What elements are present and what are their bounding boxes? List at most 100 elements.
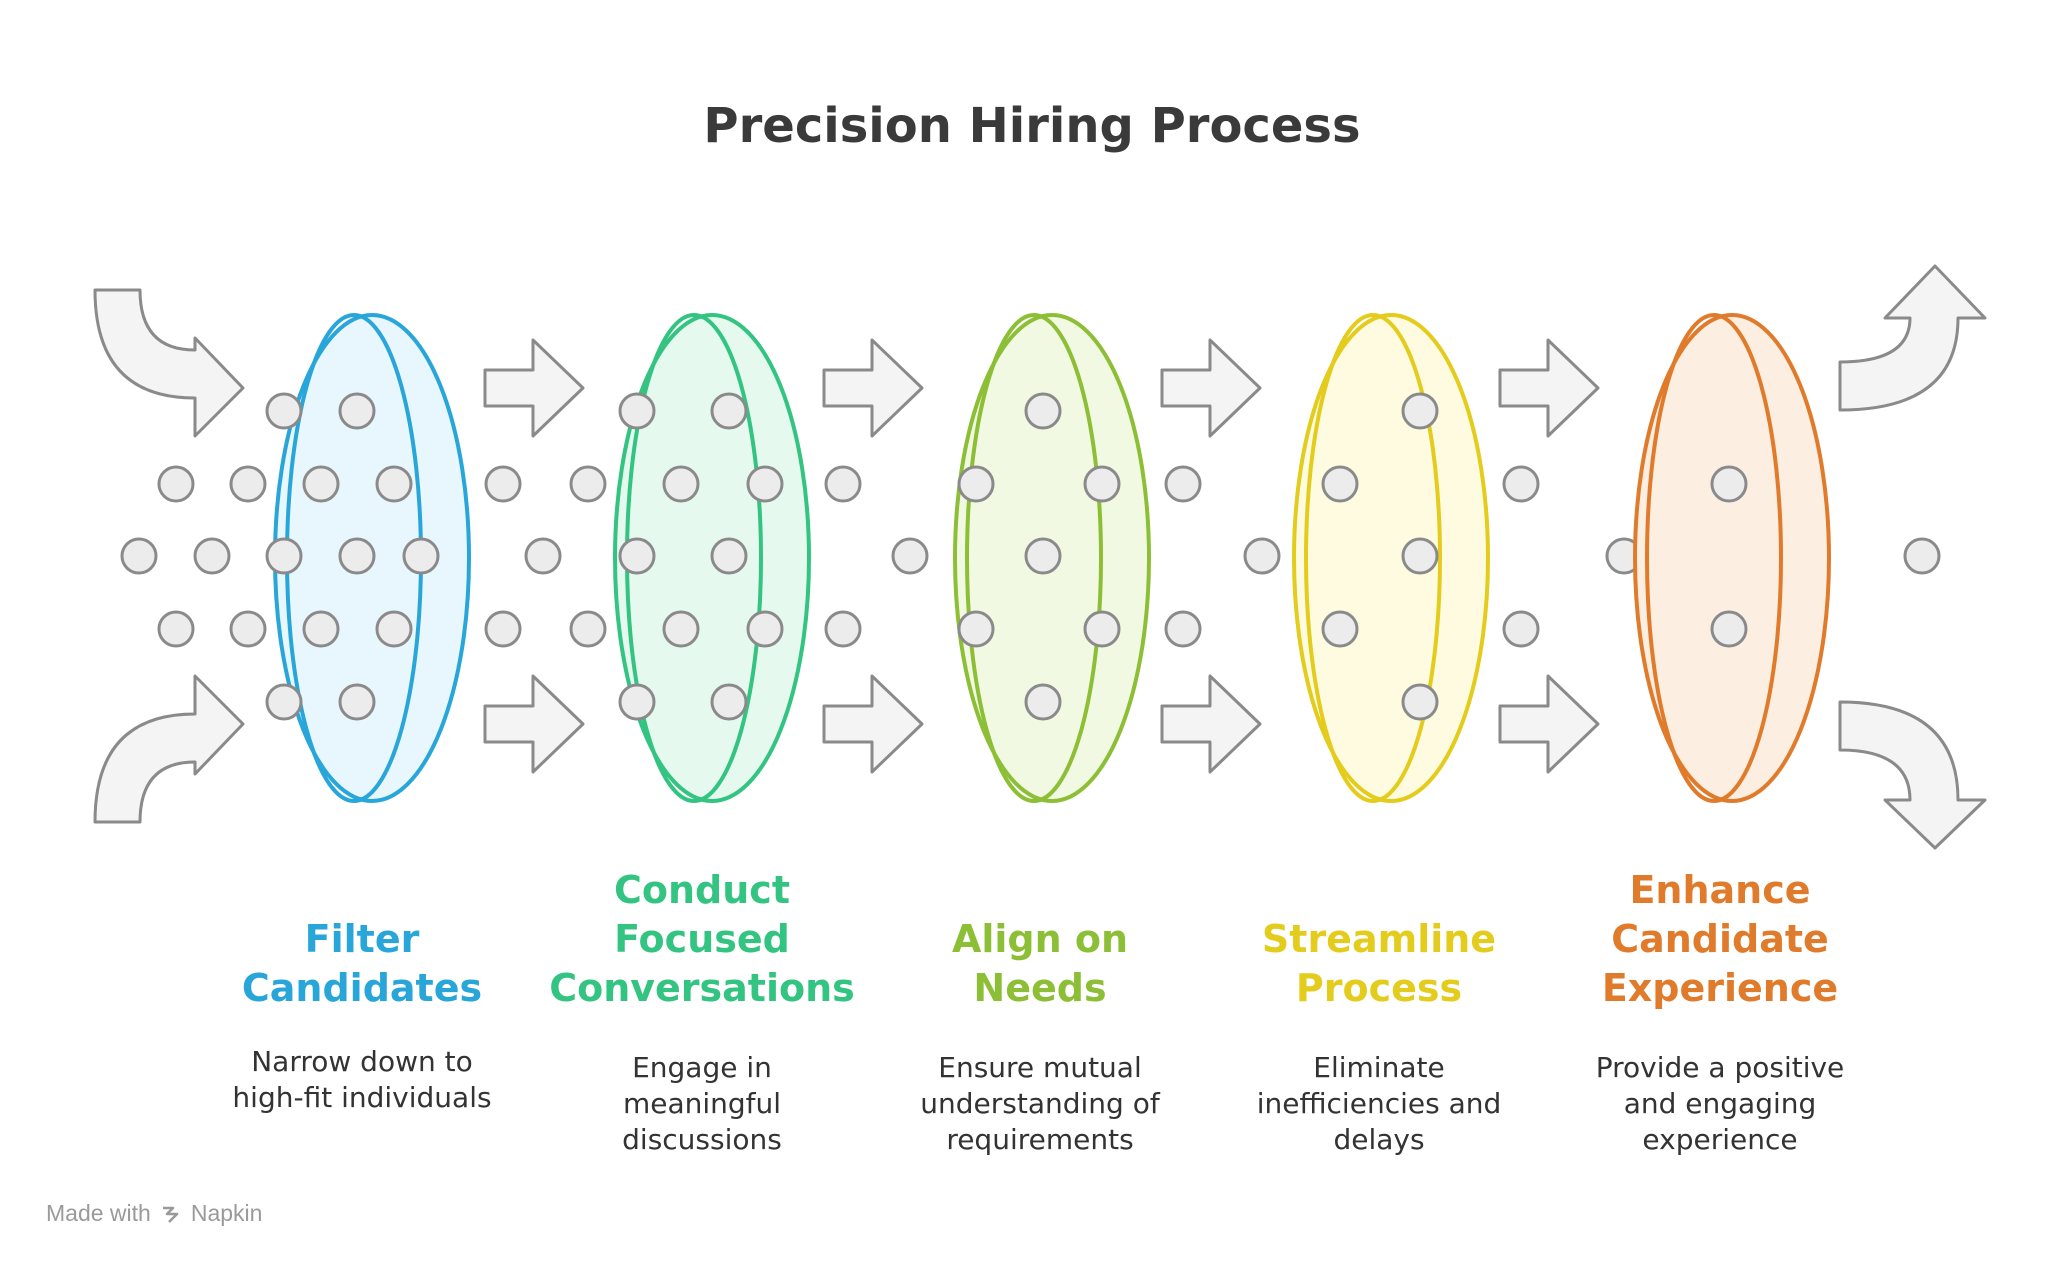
filter-ring-outer [1292, 313, 1490, 803]
candidate-dot [338, 683, 376, 721]
candidate-dot [157, 610, 195, 648]
candidate-dot [229, 465, 267, 503]
candidate-dot [1083, 465, 1121, 503]
candidate-dot [1321, 465, 1359, 503]
stage-description-line: requirements [946, 1123, 1134, 1156]
candidate-dot [824, 465, 862, 503]
made-with-credit: Made with Napkin [46, 1200, 262, 1227]
credit-brand: Napkin [190, 1200, 263, 1226]
candidate-dot [824, 610, 862, 648]
stage-description-line: Provide a positive [1595, 1051, 1845, 1084]
stage-title-line: Align on [951, 917, 1129, 961]
candidate-dot [1401, 683, 1439, 721]
candidate-dot [710, 392, 748, 430]
stage-title-line: Needs [973, 966, 1107, 1010]
candidate-dot [662, 465, 700, 503]
stage-title-line: Conduct [614, 868, 790, 912]
filter-ring [1292, 313, 1490, 803]
candidate-dot [302, 465, 340, 503]
candidate-dot [265, 392, 303, 430]
candidate-dot [618, 683, 656, 721]
candidate-dot [1024, 392, 1062, 430]
right-arrow-icon [1160, 338, 1262, 438]
candidate-dot [957, 610, 995, 648]
stage-title-line: Conversations [549, 966, 855, 1010]
right-arrow-icon [1498, 338, 1600, 438]
stage-title-line: Candidate [1611, 917, 1829, 961]
candidate-dot [1321, 610, 1359, 648]
candidate-dot [229, 610, 267, 648]
credit-prefix: Made with [46, 1200, 151, 1226]
candidate-dot [524, 537, 562, 575]
candidate-dot [1164, 610, 1202, 648]
candidate-dot [375, 465, 413, 503]
right-arrow-icon [822, 674, 924, 774]
right-arrow-icon [483, 338, 585, 438]
stage-description-line: high-fit individuals [232, 1081, 492, 1114]
candidate-dot [618, 392, 656, 430]
filter-ring-inner [1645, 313, 1783, 803]
stage-description-line: discussions [622, 1123, 782, 1156]
curved-exit-arrow-icon [1838, 264, 1987, 412]
candidate-dot [338, 392, 376, 430]
arrows-layer [93, 264, 1987, 850]
right-arrow-icon [822, 338, 924, 438]
curved-entry-arrow-icon [93, 288, 245, 438]
candidate-dot [1710, 465, 1748, 503]
stage-title-line: Enhance [1629, 868, 1811, 912]
curved-exit-arrow-icon [1838, 700, 1987, 850]
diagram-title: Precision Hiring Process [703, 98, 1361, 154]
candidate-dot [484, 610, 522, 648]
candidate-dot [618, 537, 656, 575]
stage-title: Align on Needs [860, 915, 1220, 1013]
stage-description-line: meaningful [622, 1087, 782, 1120]
filter-ring-inner [1304, 313, 1442, 803]
candidate-dot [193, 537, 231, 575]
candidate-dot [265, 683, 303, 721]
stage-description-line: Eliminate [1313, 1051, 1445, 1084]
candidate-dot [1083, 610, 1121, 648]
stage-description-line: Engage in [632, 1051, 772, 1084]
stage-description-line: inefficiencies and [1256, 1087, 1502, 1120]
candidate-dot [1903, 537, 1941, 575]
candidate-dot [746, 465, 784, 503]
stage-description-line: experience [1642, 1123, 1798, 1156]
candidate-dot [402, 537, 440, 575]
candidate-dot [710, 683, 748, 721]
stage-description-line: delays [1333, 1123, 1425, 1156]
candidate-dot [302, 610, 340, 648]
candidate-dot [1243, 537, 1281, 575]
filter-ring [1633, 313, 1831, 803]
candidate-dot [484, 465, 522, 503]
candidate-dot [569, 465, 607, 503]
stage-description-line: understanding of [920, 1087, 1160, 1120]
candidate-dot [891, 537, 929, 575]
stage-description-line: Ensure mutual [938, 1051, 1142, 1084]
candidate-dot [1024, 537, 1062, 575]
candidate-dot [120, 537, 158, 575]
stage-title-line: Streamline [1261, 917, 1497, 961]
candidate-dot [746, 610, 784, 648]
dots-in-front [265, 392, 1748, 721]
candidate-dot [265, 537, 303, 575]
candidate-dot [157, 465, 195, 503]
stage-title-line: Candidates [241, 966, 483, 1010]
stage-title-line: Focused [614, 917, 790, 961]
candidate-dot [662, 610, 700, 648]
filter-ring-inner [965, 313, 1103, 803]
candidate-dot [1401, 392, 1439, 430]
candidate-dot [1710, 610, 1748, 648]
candidate-dot [1502, 465, 1540, 503]
napkin-logo-icon [162, 1206, 179, 1223]
candidate-dot [338, 537, 376, 575]
candidate-dot [710, 537, 748, 575]
